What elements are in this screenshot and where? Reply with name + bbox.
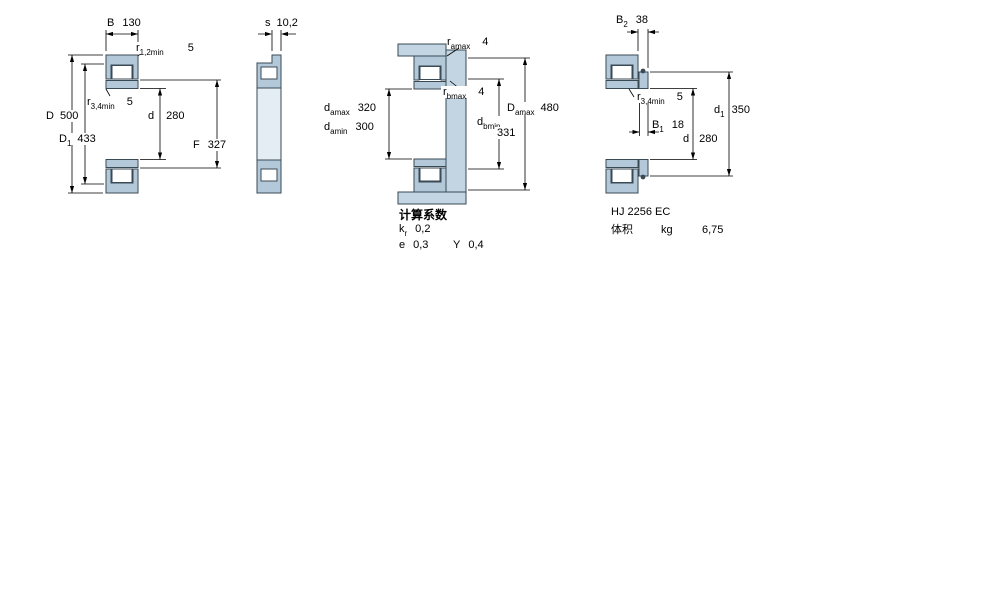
dim-value: 327	[207, 139, 227, 151]
dim-symbol: Damax	[507, 102, 535, 117]
dim-value: 10,2	[276, 17, 298, 29]
dim-value: 5	[126, 96, 133, 108]
dim-symbol: r3,4min	[637, 91, 665, 106]
dim-symbol: dbmin	[477, 116, 501, 131]
dim-r34min-view4: r3,4min 5	[635, 91, 685, 106]
dim-r12min: r1,2min 5	[134, 42, 196, 57]
view3-mounting-dimensions-drawing	[385, 43, 530, 205]
dim-value: 5	[676, 91, 683, 103]
dim-value: 433	[77, 133, 96, 145]
dim-value: 4	[478, 86, 485, 98]
factor-Y: Y 0,4	[453, 239, 484, 251]
dim-d1: d1 350	[714, 104, 750, 119]
mass-label: 体积	[611, 224, 633, 236]
dim-symbol: B	[107, 17, 115, 29]
dim-B2: B2 38	[616, 14, 649, 29]
dim-symbol: d	[148, 110, 155, 122]
mass-unit: kg	[661, 224, 673, 236]
dim-value: 4	[482, 36, 489, 48]
dim-symbol: ramax	[447, 36, 471, 51]
factor-symbol: e	[399, 239, 406, 251]
dim-symbol: damin	[324, 121, 348, 136]
dim-dbmin-value: 331	[495, 127, 518, 139]
dim-B: B 130	[107, 17, 141, 29]
view4-hj-ring-drawing	[605, 29, 733, 194]
dim-B1: B1 18	[652, 119, 685, 134]
dim-value: 320	[357, 102, 377, 114]
dim-D: D 500	[44, 110, 81, 122]
dim-symbol: F	[193, 139, 200, 151]
factor-e: e 0,3	[399, 239, 428, 251]
factor-symbol: kr	[399, 223, 408, 238]
dim-symbol: rbmax	[443, 86, 467, 101]
dim-s: s 10,2	[265, 17, 298, 29]
dim-value: 280	[166, 110, 185, 122]
dim-value: 280	[699, 133, 718, 145]
dim-ramax: ramax 4	[447, 36, 489, 51]
dim-d: d 280	[148, 110, 184, 122]
dim-r34min: r3,4min 5	[87, 96, 133, 111]
factor-value: 0,4	[468, 239, 484, 251]
dim-value: 18	[671, 119, 685, 131]
dim-symbol: damax	[324, 102, 350, 117]
dim-D1: D1 433	[57, 133, 98, 148]
dim-symbol: D1	[59, 133, 72, 148]
dim-symbol: r3,4min	[87, 96, 115, 111]
mass-value: 6,75	[702, 224, 724, 236]
factor-symbol: Y	[453, 239, 461, 251]
dim-symbol: D	[46, 110, 54, 122]
view2-side-profile-drawing	[256, 30, 296, 194]
dim-symbol: d	[683, 133, 690, 145]
dim-dbmin: dbmin	[475, 116, 503, 131]
dim-symbol: s	[265, 17, 271, 29]
dim-symbol: B2	[616, 14, 628, 29]
factor-kr: kr 0,2	[399, 223, 431, 238]
dim-symbol: d1	[714, 104, 725, 119]
calculation-factors-title: 计算系数	[399, 208, 448, 222]
dim-Damax: Damax 480	[505, 102, 561, 117]
dim-symbol: B1	[652, 119, 664, 134]
dim-value: 331	[497, 127, 516, 139]
dim-value: 350	[731, 104, 750, 116]
dim-F: F 327	[191, 139, 229, 151]
dim-value: 130	[122, 17, 141, 29]
factor-value: 0,2	[415, 223, 431, 235]
dim-value: 500	[59, 110, 79, 122]
dim-damin: damin 300	[324, 121, 374, 136]
dim-value: 38	[635, 14, 649, 26]
dim-damax: damax 320	[324, 102, 377, 117]
dim-value: 5	[187, 42, 194, 54]
dim-rbmax: rbmax 4	[441, 86, 487, 101]
dim-d-view4: d 280	[683, 133, 717, 145]
dim-value: 480	[540, 102, 559, 114]
dim-value: 300	[355, 121, 374, 133]
factor-value: 0,3	[413, 239, 429, 251]
hj-ring-designation: HJ 2256 EC	[611, 206, 671, 218]
dim-symbol: r1,2min	[136, 42, 164, 57]
